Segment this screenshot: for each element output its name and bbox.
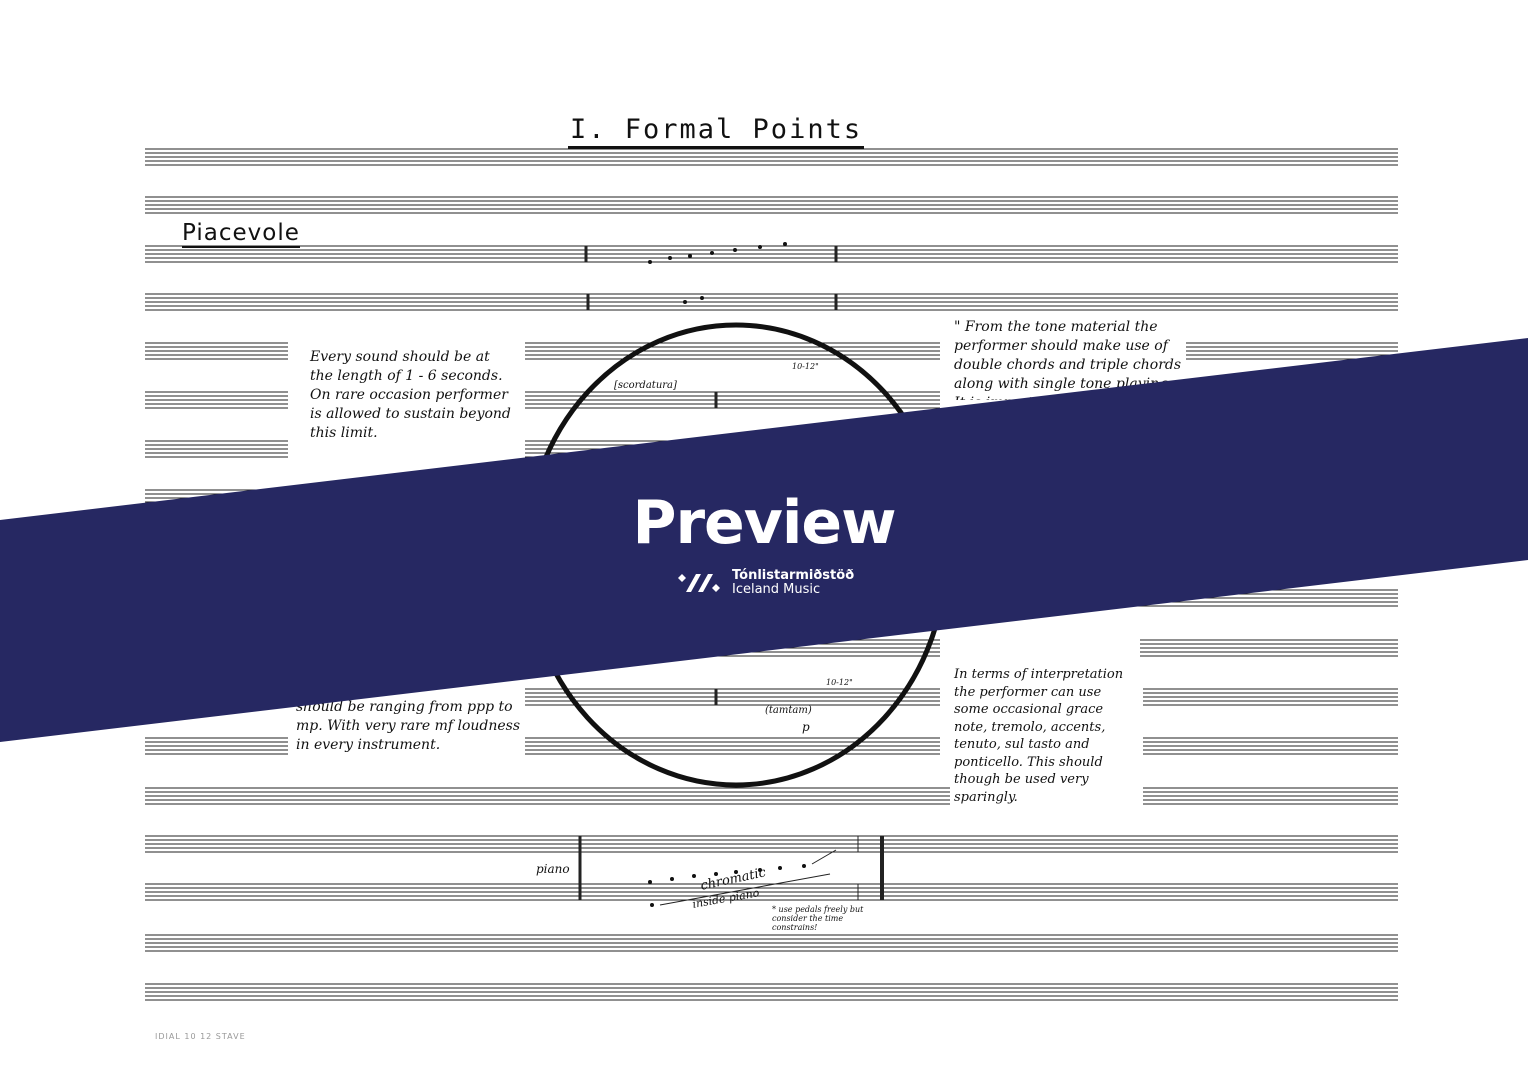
- paper-footer: IDIAL 10 12 STAVE: [155, 1032, 246, 1041]
- dynamic-marking: p: [802, 720, 810, 734]
- duration-mark: 10-12": [792, 362, 819, 371]
- duration-mark: 10-12": [826, 678, 853, 687]
- note-head: [670, 877, 674, 881]
- note-head: [688, 254, 692, 258]
- note-head: [734, 870, 738, 874]
- note-head: [668, 256, 672, 260]
- note-head: [650, 903, 654, 907]
- staff-line: [811, 849, 837, 865]
- note-head: [700, 296, 704, 300]
- note-head: [683, 300, 687, 304]
- note-head: [692, 874, 696, 878]
- tempo-marking: Piacevole: [182, 220, 300, 248]
- note-head: [783, 242, 787, 246]
- note-head: [714, 872, 718, 876]
- movement-title: I. Formal Points: [568, 114, 865, 149]
- brand-name-english: Iceland Music: [732, 582, 821, 597]
- banner-band: [0, 338, 1528, 742]
- note-head: [758, 245, 762, 249]
- iceland-music-logo-icon: [678, 574, 720, 592]
- note-head: [710, 251, 714, 255]
- note-head: [778, 866, 782, 870]
- scordatura-label: [scordatura]: [614, 380, 677, 391]
- pedal-note: * use pedals freely but consider the tim…: [772, 905, 864, 932]
- piano-label: piano: [536, 862, 570, 876]
- note-head: [733, 248, 737, 252]
- note-head: [648, 880, 652, 884]
- note-head: [758, 868, 762, 872]
- brand-name-icelandic: Tónlistarmiðstöð: [732, 568, 855, 583]
- note-head: [802, 864, 806, 868]
- staff-line: [659, 873, 831, 906]
- note-dynamics: should be ranging from ppp to mp. With v…: [292, 696, 525, 757]
- iceland-music-logo: Tónlistarmiðstöð Iceland Music: [676, 569, 854, 597]
- tamtam-label: (tamtam): [765, 705, 812, 716]
- note-interpretation: In terms of interpretation the performer…: [950, 664, 1143, 808]
- note-sound-length: Every sound should be at the length of 1…: [306, 346, 519, 445]
- note-head: [648, 260, 652, 264]
- preview-label: Preview: [632, 488, 896, 558]
